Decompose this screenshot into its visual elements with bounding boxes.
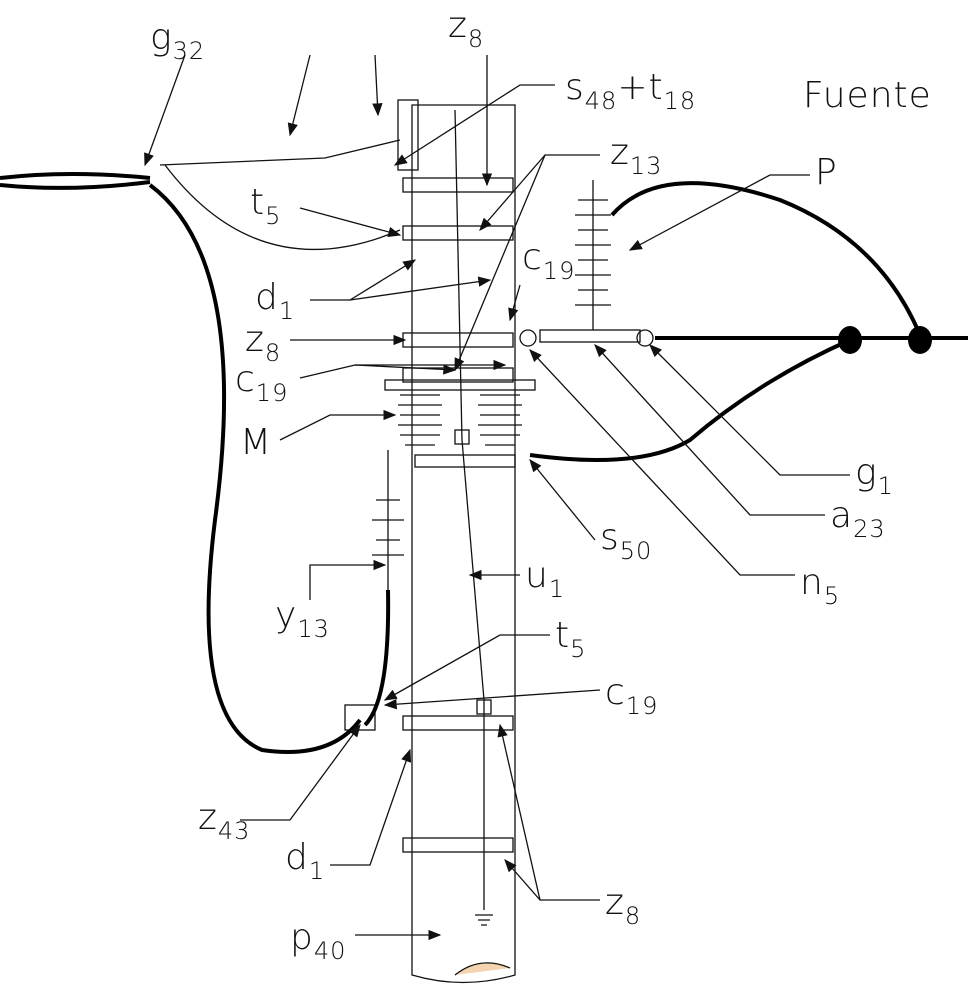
lightning-arrester (519, 180, 654, 347)
label-d1-top: d1 (255, 277, 296, 325)
label-a23: a23 (830, 495, 886, 543)
label-z13: z13 (610, 132, 663, 180)
cable-g1 (529, 338, 851, 462)
label-u1: u1 (525, 555, 566, 603)
ground-wire-u1 (454, 109, 485, 910)
bracket-s50 (414, 454, 516, 468)
label-p40: p40 (290, 917, 347, 965)
label-y13: y13 (275, 595, 330, 643)
label-g32: g32 (150, 17, 206, 65)
insulators-M (398, 394, 522, 446)
label-t5-top: t5 (250, 182, 282, 230)
label-P: P (815, 152, 838, 193)
terminator-y13 (344, 450, 404, 731)
stay-g32 (159, 139, 401, 166)
label-z8-low: z8 (605, 882, 642, 930)
label-z43: z43 (198, 797, 251, 845)
cable-left (0, 172, 151, 180)
crossarm (384, 379, 536, 391)
label-d1-low: d1 (285, 837, 326, 885)
leader-lines (144, 54, 850, 941)
label-s50: s50 (600, 517, 653, 565)
label-z8-top: z8 (448, 5, 485, 53)
pole (411, 104, 516, 984)
label-c19-mid: c19 (235, 359, 289, 407)
label-M: M (240, 422, 273, 463)
label-s48-t18: s48+t18 (565, 67, 697, 115)
label-c19-low: c19 (605, 672, 659, 720)
title-fuente: Fuente (803, 75, 932, 116)
label-t5-low: t5 (555, 615, 587, 663)
cable-y13 (148, 183, 362, 754)
label-n5: n5 (800, 562, 841, 610)
label-c19-top: c19 (522, 237, 576, 285)
label-z8-mid: z8 (245, 319, 282, 367)
label-g1: g1 (855, 452, 894, 500)
cable-P (610, 181, 922, 336)
